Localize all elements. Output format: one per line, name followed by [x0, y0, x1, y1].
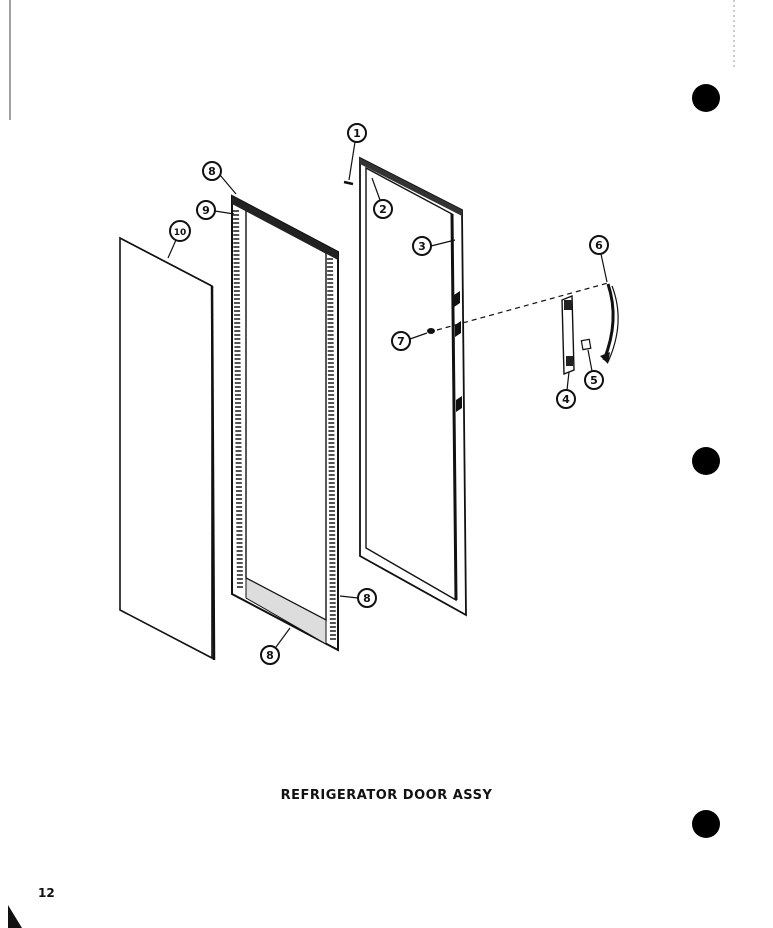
clip-part-5: [580, 338, 592, 351]
callout-8-top: 8: [202, 161, 237, 195]
svg-text:10: 10: [174, 228, 187, 238]
callout-4: 4: [556, 371, 576, 409]
door-panel-part-10: [119, 236, 216, 661]
plug-part-7: [427, 328, 435, 334]
svg-text:8: 8: [208, 165, 216, 178]
callout-5: 5: [584, 349, 604, 390]
svg-text:8: 8: [363, 592, 371, 605]
binder-hole-middle: [692, 447, 720, 475]
gasket-frame-part-9: [231, 194, 339, 652]
page-corner-mark: [8, 905, 22, 928]
hinge-bracket-part-4: [561, 294, 575, 376]
callout-6: 6: [589, 235, 609, 283]
door-frame-part-3: [359, 156, 467, 617]
callout-3: 3: [412, 236, 456, 256]
callout-7: 7: [391, 331, 428, 351]
svg-text:3: 3: [418, 240, 426, 253]
callout-10: 10: [167, 220, 191, 259]
svg-text:8: 8: [266, 649, 274, 662]
svg-text:1: 1: [353, 127, 361, 140]
callout-8-right: 8: [339, 588, 377, 608]
handle-part-6: [600, 283, 619, 364]
svg-text:6: 6: [595, 239, 603, 252]
svg-text:5: 5: [590, 374, 598, 387]
svg-text:4: 4: [562, 393, 570, 406]
callout-9: 9: [196, 200, 235, 220]
callout-2: 2: [371, 177, 393, 219]
svg-text:9: 9: [202, 204, 210, 217]
svg-text:7: 7: [397, 335, 405, 348]
callout-1: 1: [347, 123, 367, 181]
assembly-dashed-line: [436, 282, 609, 331]
screw-part-1: [343, 180, 354, 186]
binder-hole-top: [692, 84, 720, 112]
diagram-caption: REFRIGERATOR DOOR ASSY: [280, 788, 493, 803]
callout-8-bottom: 8: [260, 627, 291, 665]
page-number: 12: [38, 886, 55, 900]
svg-text:2: 2: [379, 203, 387, 216]
binder-hole-bottom: [692, 810, 720, 838]
